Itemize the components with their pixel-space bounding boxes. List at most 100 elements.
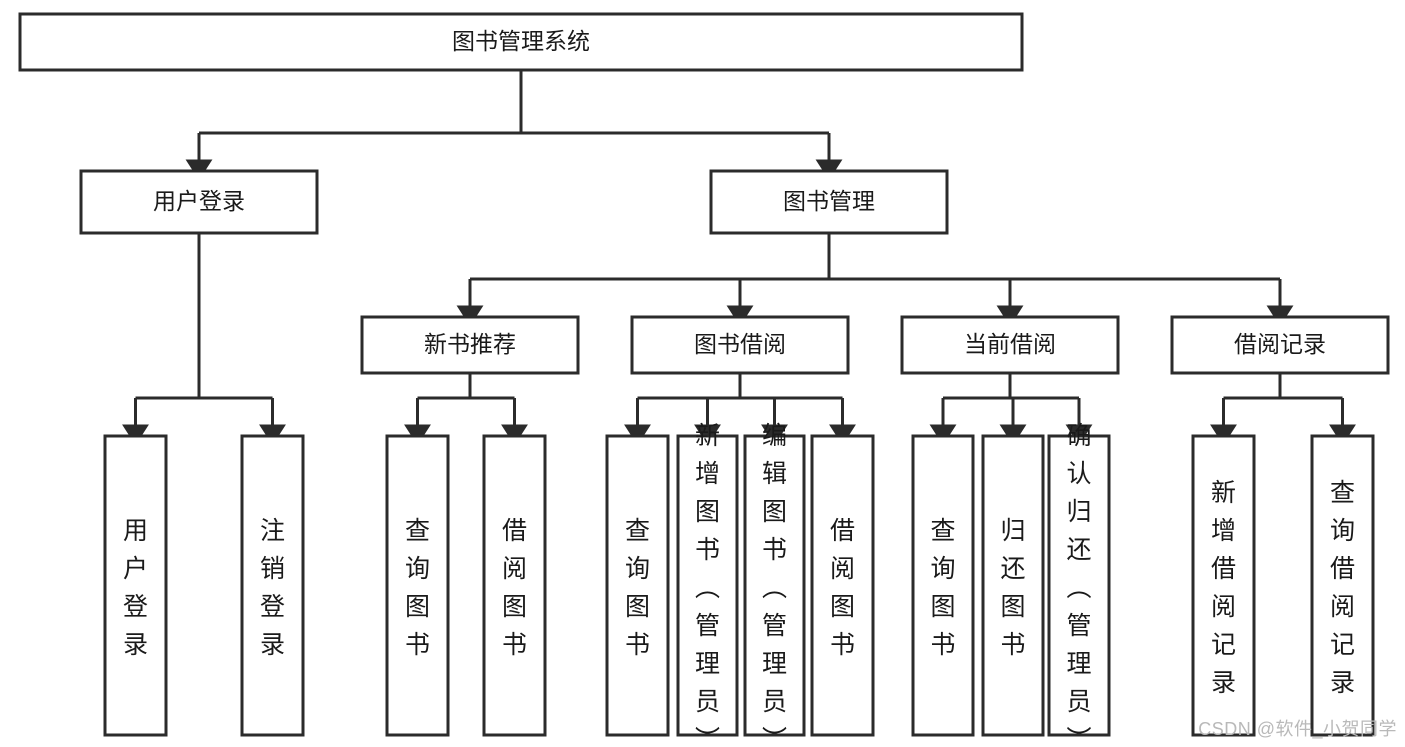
node-label-char: 录 [260, 631, 285, 659]
node-label-char: 阅 [1211, 593, 1236, 621]
node-label-char: 图 [930, 593, 955, 621]
node-label-char: 图 [830, 593, 855, 621]
node-book-manage[interactable]: 图书管理 [709, 169, 949, 235]
node-layer: 图书管理系统用户登录图书管理新书推荐图书借阅当前借阅借阅记录用户登录注销登录查询… [18, 12, 1390, 747]
node-label-char: 还 [1066, 536, 1091, 564]
node-label-char: 书 [1000, 631, 1025, 659]
node-label-char: 查 [930, 517, 955, 545]
node-label-char: 书 [695, 536, 720, 564]
node-label-char: 图 [625, 593, 650, 621]
node-label-char: 录 [1330, 669, 1355, 697]
node-label-char: 登 [260, 593, 285, 621]
node-label-char: 理 [762, 650, 787, 678]
csdn-watermark: CSDN @软件_小贺同学 [1198, 719, 1397, 739]
node-label-char: 理 [1066, 650, 1091, 678]
node-label-char: 销 [260, 555, 285, 583]
node-label-char: 书 [830, 631, 855, 659]
node-label: 新书推荐 [424, 331, 516, 357]
node-label-char: 图 [762, 498, 787, 526]
node-label-char: 认 [1066, 460, 1091, 488]
node-label-char: 新 [1211, 479, 1236, 507]
node-label-char: 阅 [1330, 593, 1355, 621]
node-label-char: ︶ [695, 726, 720, 747]
node-label-char: 录 [1211, 669, 1236, 697]
node-root[interactable]: 图书管理系统 [18, 12, 1024, 72]
node-label-char: 查 [625, 517, 650, 545]
node-label-char: ︵ [1066, 574, 1091, 602]
node-label-char: 员 [762, 688, 787, 716]
node-label-char: 增 [695, 460, 720, 488]
node-label-char: 书 [502, 631, 527, 659]
node-label-char: ︵ [695, 574, 720, 602]
node-label-char: 询 [930, 555, 955, 583]
node-label: 图书管理 [783, 188, 875, 214]
node-label-char: 查 [405, 517, 430, 545]
node-label: 图书借阅 [694, 331, 786, 357]
node-label-char: 增 [1211, 517, 1236, 545]
node-label-char: 借 [1211, 555, 1236, 583]
node-label-char: ︶ [1066, 726, 1091, 747]
node-label-char: 归 [1000, 517, 1025, 545]
node-label-char: 员 [1066, 688, 1091, 716]
node-label-char: 还 [1000, 555, 1025, 583]
node-user-login[interactable]: 用户登录 [79, 169, 319, 235]
node-label-char: 图 [502, 593, 527, 621]
node-label-char: 阅 [502, 555, 527, 583]
node-leaf-user-login[interactable]: 用户登录 [103, 434, 168, 737]
connector-layer [122, 70, 1356, 446]
node-label: 用户登录 [153, 188, 245, 214]
node-label-char: 员 [695, 688, 720, 716]
node-label-char: ︵ [762, 574, 787, 602]
node-label: 当前借阅 [964, 331, 1056, 357]
node-label-char: 查 [1330, 479, 1355, 507]
node-label-char: 记 [1211, 631, 1236, 659]
node-label-char: 录 [123, 631, 148, 659]
node-label-char: 阅 [830, 555, 855, 583]
node-label-char: 借 [502, 517, 527, 545]
node-label-char: 用 [123, 517, 148, 545]
node-label: 图书管理系统 [452, 28, 590, 54]
node-label-char: 管 [695, 612, 720, 640]
node-label-char: 确 [1066, 422, 1091, 450]
node-label-char: 理 [695, 650, 720, 678]
node-book-borrow[interactable]: 图书借阅 [630, 315, 850, 375]
node-label-char: 询 [625, 555, 650, 583]
node-label-char: 图 [1000, 593, 1025, 621]
node-label-char: 图 [695, 498, 720, 526]
node-label-char: 编 [762, 422, 787, 450]
node-label-char: 询 [405, 555, 430, 583]
node-label-char: 注 [260, 517, 285, 545]
node-label-char: 书 [405, 631, 430, 659]
node-label-char: 书 [762, 536, 787, 564]
node-label-char: 新 [695, 422, 720, 450]
node-label-char: 借 [830, 517, 855, 545]
node-label-char: 询 [1330, 517, 1355, 545]
node-label-char: 图 [405, 593, 430, 621]
node-label-char: 书 [930, 631, 955, 659]
node-current-borrow[interactable]: 当前借阅 [900, 315, 1120, 375]
node-label-char: 记 [1330, 631, 1355, 659]
node-label: 借阅记录 [1234, 331, 1326, 357]
node-label-char: 辑 [762, 460, 787, 488]
node-label-char: 管 [762, 612, 787, 640]
node-borrow-record[interactable]: 借阅记录 [1170, 315, 1390, 375]
node-label-char: 借 [1330, 555, 1355, 583]
node-label-char: 户 [123, 555, 148, 583]
node-label-char: 书 [625, 631, 650, 659]
node-new-book-rec[interactable]: 新书推荐 [360, 315, 580, 375]
node-label-char: 归 [1066, 498, 1091, 526]
